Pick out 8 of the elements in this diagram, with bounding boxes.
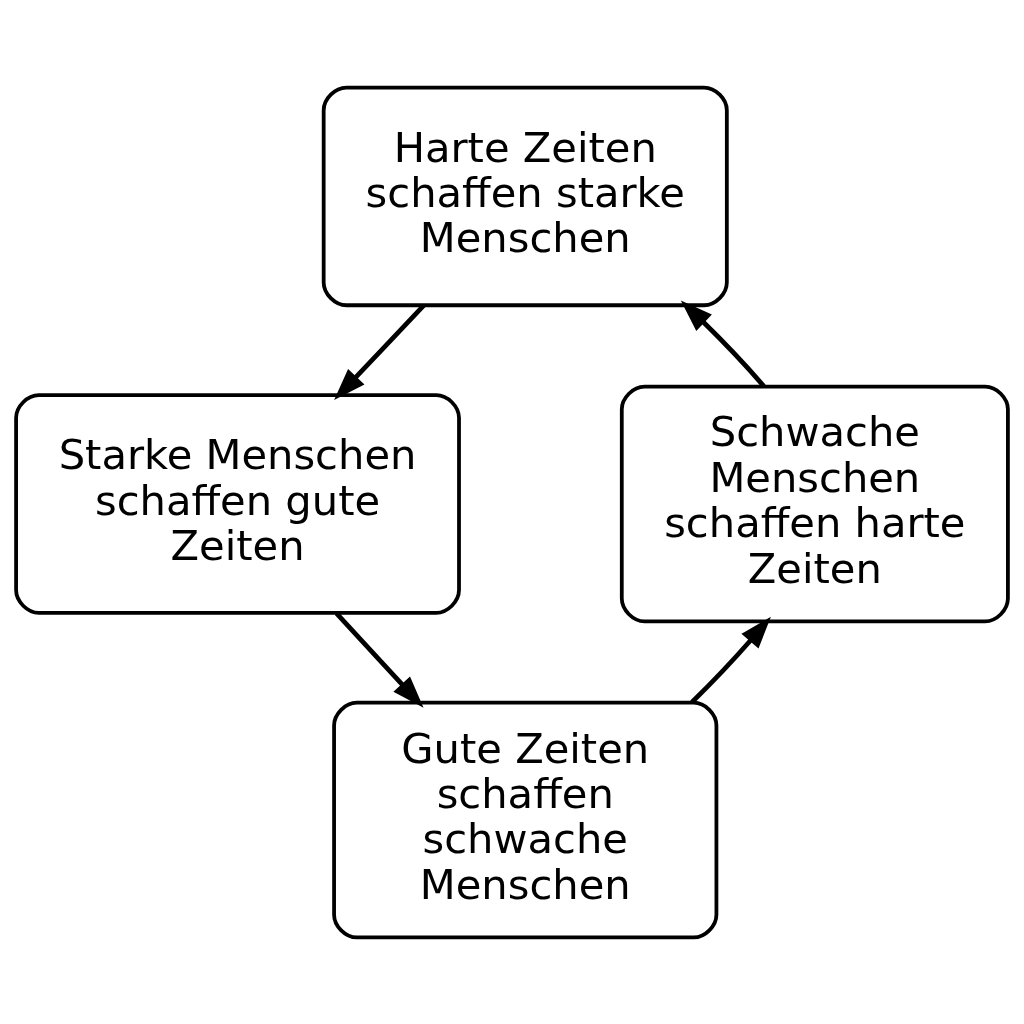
node-box: Harte Zeiten schaffen starke Menschen <box>321 85 729 307</box>
arrow <box>690 616 771 704</box>
node-box: Schwache Menschen schaffen harte Zeiten <box>619 384 1010 623</box>
arrow <box>680 299 766 388</box>
arrow <box>334 303 426 400</box>
node-box: Gute Zeiten schaffen schwache Menschen <box>332 700 719 939</box>
arrow <box>334 611 424 708</box>
node-box: Starke Menschen schaffen gute Zeiten <box>14 392 461 615</box>
